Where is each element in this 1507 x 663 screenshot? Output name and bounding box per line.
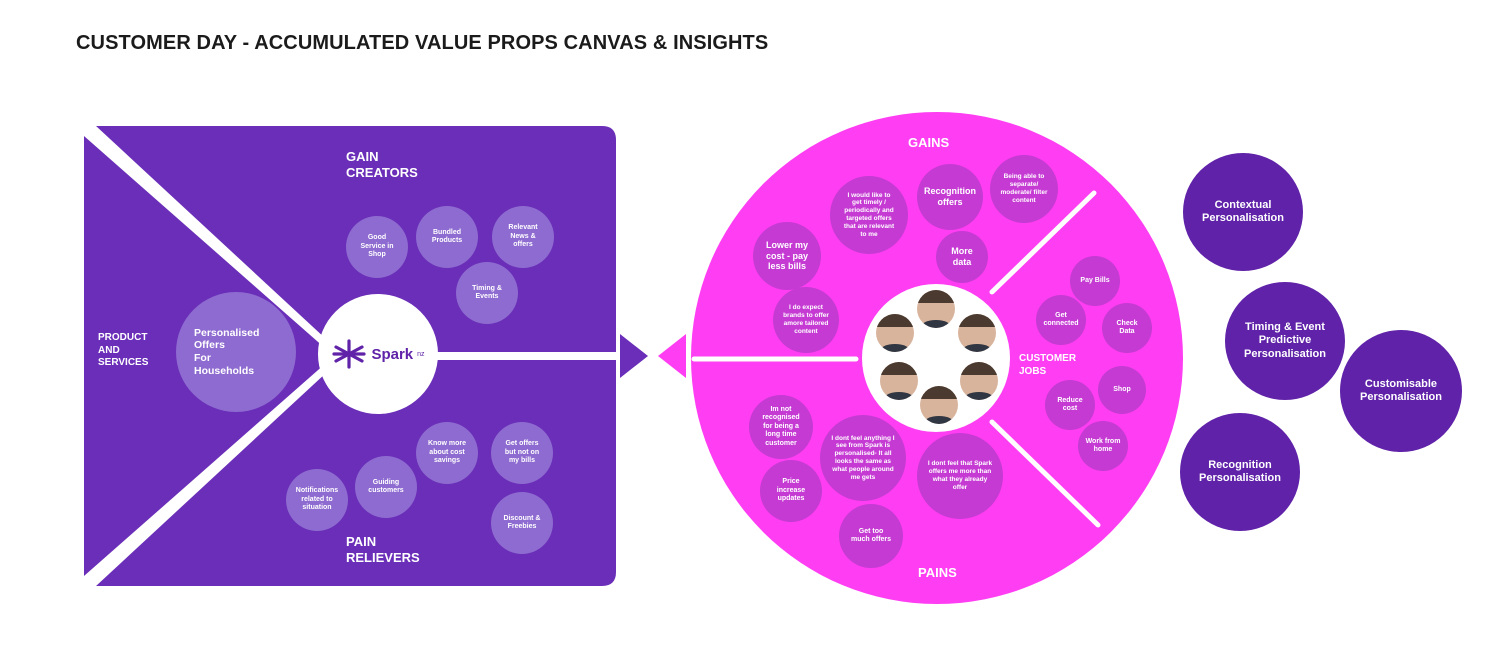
pain-reliever-text: Discount & Freebies	[503, 514, 541, 530]
gain-creators-label: GAIN CREATORS	[346, 149, 418, 181]
job-text: Work from home	[1085, 437, 1121, 453]
job-bubble: Get connected	[1036, 295, 1086, 345]
products-label: PRODUCT AND SERVICES	[98, 332, 149, 368]
participant-photo	[876, 314, 914, 352]
pain-reliever-text: Know more about cost savings	[427, 440, 467, 465]
gain-creator-text: Relevant News & offers	[508, 224, 538, 249]
insight-text: Recognition Personalisation	[1199, 458, 1281, 484]
pain-relievers-label: PAIN RELIEVERS	[346, 534, 420, 566]
gain-text: I would like to get timely / periodicall…	[843, 191, 895, 238]
pain-text: I dont feel that Spark offers me more th…	[927, 460, 993, 491]
participant-photo	[958, 314, 996, 352]
logo-text: Spark	[371, 345, 414, 363]
pains-label: PAINS	[918, 565, 957, 580]
insight-text: Contextual Personalisation	[1202, 198, 1284, 224]
insight-recognition: Recognition Personalisation	[1180, 413, 1300, 531]
insight-customisable: Customisable Personalisation	[1340, 330, 1462, 452]
gain-creator-bubble: Timing & Events	[456, 262, 518, 324]
job-bubble: Check Data	[1102, 303, 1152, 353]
pain-bubble: I dont feel anything I see from Spark is…	[820, 415, 906, 501]
insight-timing-event: Timing & Event Predictive Personalisatio…	[1225, 282, 1345, 400]
customer-jobs-label: CUSTOMER JOBS	[1019, 353, 1077, 377]
gain-creator-text: Timing & Events	[472, 284, 502, 300]
gain-bubble: I would like to get timely / periodicall…	[830, 176, 908, 254]
pain-reliever-bubble: Guiding customers	[355, 456, 417, 518]
job-bubble: Shop	[1098, 366, 1146, 414]
logo-sup: nz	[417, 350, 425, 358]
gain-text: Being able to separate/ moderate/ filter…	[1000, 173, 1048, 204]
gain-text: I do expect brands to offer amore tailor…	[783, 304, 829, 335]
insight-text: Customisable Personalisation	[1360, 377, 1442, 403]
job-text: Get connected	[1043, 311, 1079, 327]
pain-relievers-panel	[96, 360, 616, 586]
gain-bubble: More data	[936, 231, 988, 283]
gain-creator-text: Good Service in Shop	[360, 234, 394, 259]
profile-divider-bottom	[989, 419, 1101, 528]
gain-text: Recognition offers	[924, 186, 976, 207]
insight-text: Timing & Event Predictive Personalisatio…	[1244, 321, 1326, 360]
gain-creator-bubble: Relevant News & offers	[492, 206, 554, 268]
job-bubble: Pay Bills	[1070, 256, 1120, 306]
participant-photo	[917, 290, 955, 328]
pain-bubble: Get too much offers	[839, 504, 903, 568]
gain-bubble: Lower my cost - pay less bills	[753, 222, 821, 290]
gain-bubble: Being able to separate/ moderate/ filter…	[990, 155, 1058, 223]
arrow-right-shape	[620, 334, 648, 378]
pain-bubble: Price increase updates	[760, 460, 822, 522]
arrow-left-shape	[658, 334, 686, 378]
gain-bubble: I do expect brands to offer amore tailor…	[773, 287, 839, 353]
product-text: Personalised Offers For Households	[194, 326, 260, 377]
pain-text: Get too much offers	[850, 527, 892, 543]
pain-reliever-bubble: Know more about cost savings	[416, 422, 478, 484]
job-text: Check Data	[1116, 319, 1138, 335]
spark-star-icon	[332, 339, 367, 369]
participant-photo	[880, 362, 918, 400]
job-text: Reduce cost	[1057, 396, 1083, 412]
pain-text: Price increase updates	[776, 478, 806, 503]
pain-reliever-text: Get offers but not on my bills	[504, 440, 540, 465]
gain-creator-bubble: Bundled Products	[416, 206, 478, 268]
participant-photo	[920, 386, 958, 424]
spark-logo: Spark nz	[318, 294, 438, 414]
gains-label: GAINS	[908, 135, 950, 150]
insight-contextual: Contextual Personalisation	[1183, 153, 1303, 271]
job-bubble: Reduce cost	[1045, 380, 1095, 430]
pain-text: I dont feel anything I see from Spark is…	[831, 434, 895, 481]
pain-bubble: Im not recognised for being a long time …	[749, 395, 813, 459]
job-text: Shop	[1113, 385, 1131, 393]
gain-bubble: Recognition offers	[917, 164, 983, 230]
participant-photo	[960, 362, 998, 400]
pain-reliever-bubble: Get offers but not on my bills	[491, 422, 553, 484]
pain-reliever-bubble: Notifications related to situation	[286, 469, 348, 531]
gain-creator-text: Bundled Products	[431, 228, 463, 244]
gain-text: More data	[951, 246, 973, 267]
gain-creator-bubble: Good Service in Shop	[346, 216, 408, 278]
pain-bubble: I dont feel that Spark offers me more th…	[917, 433, 1003, 519]
pain-text: Im not recognised for being a long time …	[762, 406, 800, 447]
participants-photo-group	[862, 284, 1010, 432]
job-bubble: Work from home	[1078, 421, 1128, 471]
product-bubble: Personalised Offers For Households	[176, 292, 296, 412]
pain-reliever-bubble: Discount & Freebies	[491, 492, 553, 554]
pain-reliever-text: Notifications related to situation	[295, 487, 339, 512]
page-title: CUSTOMER DAY - ACCUMULATED VALUE PROPS C…	[76, 32, 769, 54]
gain-text: Lower my cost - pay less bills	[765, 239, 808, 272]
job-text: Pay Bills	[1080, 276, 1110, 284]
pain-reliever-text: Guiding customers	[368, 478, 404, 494]
profile-divider-top	[989, 190, 1097, 295]
